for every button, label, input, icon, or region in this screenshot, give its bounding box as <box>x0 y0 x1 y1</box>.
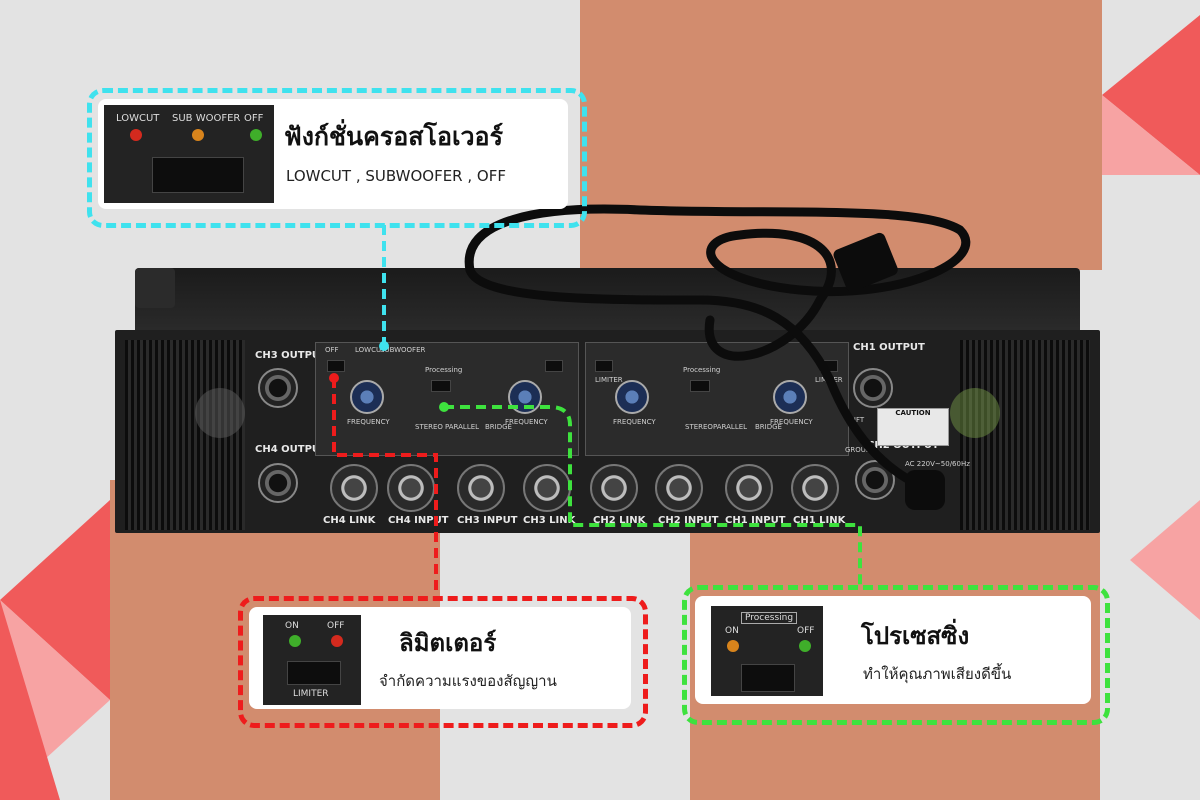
processing-thumbnail: Processing ON OFF <box>711 606 823 696</box>
ch3-link-label: CH3 LINK <box>523 515 576 526</box>
frequency-knob-ch2[interactable] <box>615 380 649 414</box>
processing-subtitle: ทำให้คุณภาพเสียงดีขึ้น <box>863 665 1012 683</box>
led-green <box>250 129 262 141</box>
ch3-input-label: CH3 INPUT <box>457 515 518 526</box>
ch1-input-jack[interactable] <box>725 464 773 512</box>
ch4-input-jack[interactable] <box>387 464 435 512</box>
led-orange <box>192 129 204 141</box>
limiter-label-right: LIMITER <box>595 376 623 384</box>
led-green-limiter <box>289 635 301 647</box>
subwoofer-label-left: SUBWOOFER <box>380 346 426 354</box>
frequency-knob-ch4[interactable] <box>350 380 384 414</box>
fan-left <box>195 388 245 438</box>
crossover-subtitle: LOWCUT , SUBWOOFER , OFF <box>286 167 506 185</box>
off-label-left: OFF <box>325 346 339 354</box>
ch3-output-label: CH3 OUTPUT <box>255 350 327 361</box>
ch2-input-label: CH2 INPUT <box>658 515 719 526</box>
ground-label: GROUND <box>845 446 877 454</box>
processing-callout-card: Processing ON OFF โปรเซสซิ่ง ทำให้คุณภาพ… <box>695 596 1091 704</box>
thumb-off-label: OFF <box>244 113 264 124</box>
ch4-input-label: CH4 INPUT <box>388 515 449 526</box>
caution-text: CAUTION <box>895 409 931 417</box>
thumb-on-label: ON <box>285 621 299 631</box>
rack-ear-left <box>135 268 175 308</box>
ch4-link-jack[interactable] <box>330 464 378 512</box>
lowcut-label-left: LOWCUT <box>355 346 386 354</box>
vent-right <box>960 340 1090 530</box>
processing-switch-right[interactable] <box>690 380 710 392</box>
parallel-label-right: PARALLEL <box>713 423 748 431</box>
ch1-link-label: CH1 LINK <box>793 515 846 526</box>
ch2-link-jack[interactable] <box>590 464 638 512</box>
thumb-off-label-processing: OFF <box>797 626 815 636</box>
led-red <box>130 129 142 141</box>
thumb-off-label-limiter: OFF <box>327 621 345 631</box>
thumb-limiter-label: LIMITER <box>293 689 329 699</box>
ch4-link-label: CH4 LINK <box>323 515 376 526</box>
processing-slide-switch[interactable] <box>741 664 795 692</box>
crossover-switch-ch2[interactable] <box>595 360 613 372</box>
led-green-processing <box>799 640 811 652</box>
background-salmon-stripe-top <box>580 0 1102 270</box>
ac-rating-label: AC 220V~50/60Hz <box>905 460 970 468</box>
crossover-switch-ch4[interactable] <box>327 360 345 372</box>
ch3-input-jack[interactable] <box>457 464 505 512</box>
thumb-subwoofer-label: SUB WOOFER <box>172 113 241 124</box>
led-red-limiter <box>331 635 343 647</box>
bridge-label-left: BRIDGE <box>485 423 512 431</box>
stereo-label-left: STEREO <box>415 423 443 431</box>
ch4-output-connector[interactable] <box>258 463 298 503</box>
thumb-lowcut-label: LOWCUT <box>116 113 160 124</box>
parallel-label-left: PARALLEL <box>445 423 480 431</box>
frequency-label-ch4: FREQUENCY <box>347 418 390 426</box>
limiter-thumbnail: ON OFF LIMITER <box>263 615 361 705</box>
ch1-input-label: CH1 INPUT <box>725 515 786 526</box>
limiter-callout-card: ON OFF LIMITER ลิมิตเตอร์ จำกัดความแรงขอ… <box>249 607 631 709</box>
ch2-link-label: CH2 LINK <box>593 515 646 526</box>
crossover-callout-card: LOWCUT SUB WOOFER OFF ฟังก์ชั่นครอสโอเวอ… <box>98 99 568 209</box>
crossover-thumbnail: LOWCUT SUB WOOFER OFF <box>104 105 274 203</box>
frequency-label-ch2: FREQUENCY <box>613 418 656 426</box>
crossover-switch-ch3[interactable] <box>545 360 563 372</box>
ch1-output-label: CH1 OUTPUT <box>853 342 925 353</box>
bridge-label-right: BRIDGE <box>755 423 782 431</box>
fan-right <box>950 388 1000 438</box>
processing-label-left: Processing <box>425 366 463 374</box>
processing-callout: Processing ON OFF โปรเซสซิ่ง ทำให้คุณภาพ… <box>682 585 1110 725</box>
lift-label: LIFT <box>850 416 865 424</box>
ch1-output-connector[interactable] <box>853 368 893 408</box>
thumb-processing-label: Processing <box>741 612 798 624</box>
ch2-input-jack[interactable] <box>655 464 703 512</box>
frequency-label-ch1: FREQUENCY <box>770 418 813 426</box>
frequency-knob-ch1[interactable] <box>773 380 807 414</box>
ch1-link-jack[interactable] <box>791 464 839 512</box>
crossover-title: ฟังก์ชั่นครอสโอเวอร์ <box>284 122 503 151</box>
crossover-slide-switch[interactable] <box>152 157 244 193</box>
ch4-output-label: CH4 OUTPUT <box>255 444 327 455</box>
limiter-slide-switch[interactable] <box>287 661 341 685</box>
caution-label-sticker: CAUTION <box>877 408 949 446</box>
limiter-subtitle: จำกัดความแรงของสัญญาน <box>379 672 557 690</box>
crossover-callout: LOWCUT SUB WOOFER OFF ฟังก์ชั่นครอสโอเวอ… <box>87 88 587 228</box>
ch3-output-connector[interactable] <box>258 368 298 408</box>
limiter-callout: ON OFF LIMITER ลิมิตเตอร์ จำกัดความแรงขอ… <box>238 596 648 728</box>
processing-switch-left[interactable] <box>431 380 451 392</box>
processing-title: โปรเซสซิ่ง <box>861 622 970 650</box>
led-orange-processing <box>727 640 739 652</box>
thumb-on-label-processing: ON <box>725 626 739 636</box>
stereo-label-right: STEREO <box>685 423 713 431</box>
frequency-label-ch3: FREQUENCY <box>505 418 548 426</box>
processing-label-right: Processing <box>683 366 721 374</box>
limiter-title: ลิมิตเตอร์ <box>399 629 497 657</box>
